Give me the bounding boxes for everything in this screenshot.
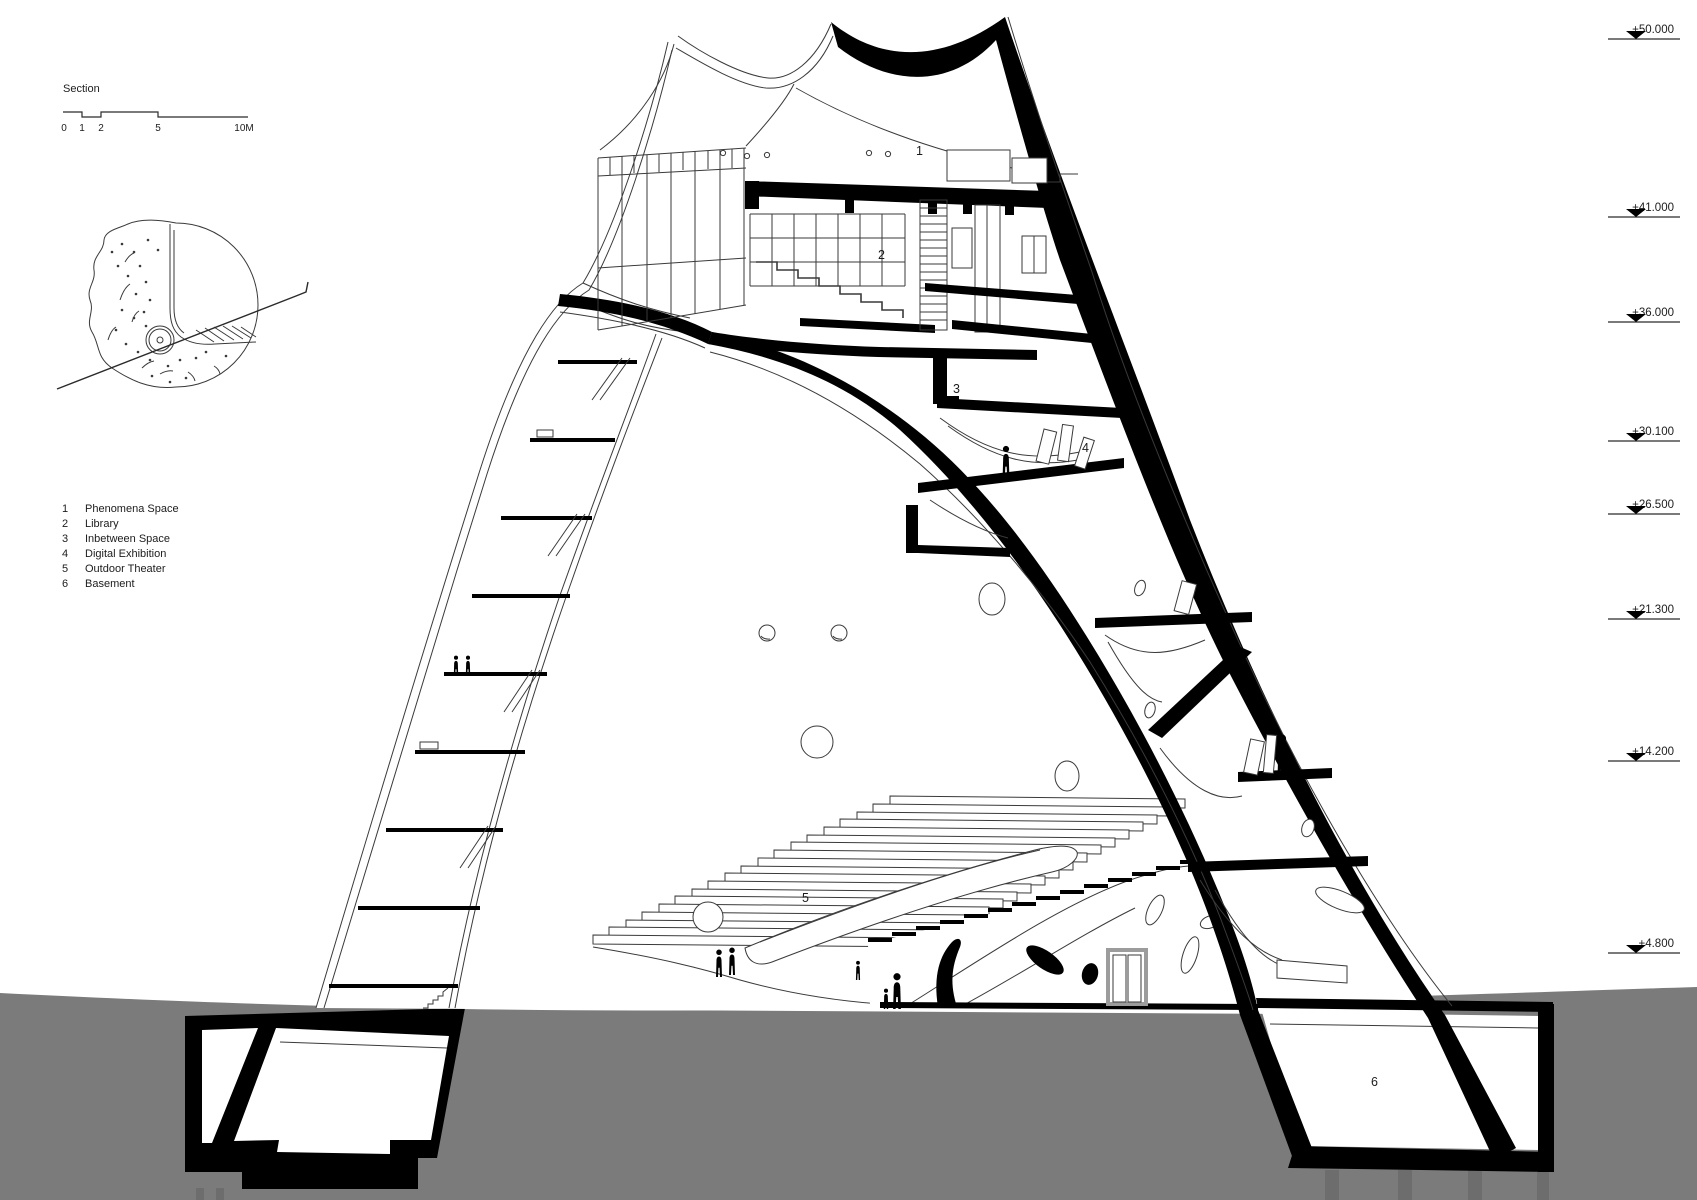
- level-marker-triangle-icon: [1626, 506, 1646, 514]
- level-marker-triangle-icon: [1626, 611, 1646, 619]
- level-marker-triangle-icon: [1626, 31, 1646, 39]
- shell-floor-slabs: [708, 332, 1368, 872]
- roof-and-outer-wall: [831, 17, 1516, 1160]
- level-marker: +4.800: [1608, 938, 1680, 954]
- level-marker-triangle-icon: [1626, 314, 1646, 322]
- legend-label-2: Library: [85, 518, 119, 530]
- legend-num-2: 2: [62, 518, 68, 530]
- left-leg: [315, 41, 691, 1009]
- legend-label-4: Digital Exhibition: [85, 548, 166, 560]
- legend-label-5: Outdoor Theater: [85, 563, 166, 575]
- level-marker-triangle-icon: [1626, 209, 1646, 217]
- atrium-balloons: [692, 582, 1080, 933]
- space-label-1: 1: [916, 144, 923, 158]
- scale-tick-10m: 10M: [234, 123, 253, 134]
- level-marker: +21.300: [1608, 604, 1680, 620]
- legend: 1 Phenomena Space 2 Library 3 Inbetween …: [62, 503, 179, 590]
- slide-berm: [592, 845, 1078, 1005]
- scale-tick-5: 5: [155, 123, 161, 134]
- scale-tick-1: 1: [79, 123, 85, 134]
- cave-space: [868, 860, 1258, 1010]
- stair-soffit-zigzag: [868, 860, 1204, 948]
- foundation-piles: [196, 1170, 1549, 1200]
- basement-6: [1256, 998, 1554, 1172]
- left-basement: [185, 1008, 465, 1189]
- scale-bar: Section 0 1 2 5 10M: [61, 83, 254, 134]
- level-markers: +50.000 +41.000 +36.000 +30.100 +26.500 …: [1608, 24, 1680, 954]
- cave-door: [1106, 948, 1148, 1006]
- space-label-4: 4: [1082, 441, 1089, 455]
- space-labels: 1 2 3 4 5 6: [802, 144, 1378, 1089]
- legend-num-4: 4: [62, 548, 68, 560]
- legend-num-5: 5: [62, 563, 68, 575]
- outer-skin-line: [1007, 16, 1453, 1007]
- legend-num-3: 3: [62, 533, 68, 545]
- scale-tick-2: 2: [98, 123, 104, 134]
- space-label-5: 5: [802, 891, 809, 905]
- scale-bar-title: Section: [63, 83, 100, 95]
- level-marker: +50.000: [1608, 24, 1680, 40]
- dome-skin-line: [709, 351, 1254, 1011]
- level-value: +4.800: [1639, 938, 1675, 950]
- legend-label-6: Basement: [85, 578, 135, 590]
- left-leg-landings: [329, 357, 637, 988]
- library-east-floors: [925, 283, 1092, 343]
- curtain-wall-grid: [597, 147, 747, 331]
- level-marker: +26.500: [1608, 499, 1680, 515]
- level-marker-triangle-icon: [1626, 433, 1646, 441]
- legend-num-6: 6: [62, 578, 68, 590]
- rooftop-boxes: [946, 149, 1078, 184]
- key-plan-dots: [110, 238, 228, 384]
- legend-label-1: Phenomena Space: [85, 503, 179, 515]
- level-marker: +30.100: [1608, 426, 1680, 442]
- level-marker: +36.000: [1608, 307, 1680, 323]
- scale-tick-0: 0: [61, 123, 67, 134]
- space-label-2: 2: [878, 248, 885, 262]
- phenomena-floor-slab: [745, 181, 1048, 215]
- legend-label-3: Inbetween Space: [85, 533, 170, 545]
- level-marker-triangle-icon: [1626, 945, 1646, 953]
- space-label-3: 3: [953, 382, 960, 396]
- section-cut-line: [56, 281, 309, 390]
- library-soffit-band: [558, 294, 712, 344]
- rock-blobs: [936, 938, 1099, 1007]
- shell-room-details: [929, 417, 1365, 984]
- level-marker: +41.000: [1608, 202, 1680, 218]
- key-plan: [56, 219, 309, 390]
- level-marker-triangle-icon: [1626, 753, 1646, 761]
- level-marker: +14.200: [1608, 746, 1680, 762]
- legend-num-1: 1: [62, 503, 68, 515]
- space-label-6: 6: [1371, 1075, 1378, 1089]
